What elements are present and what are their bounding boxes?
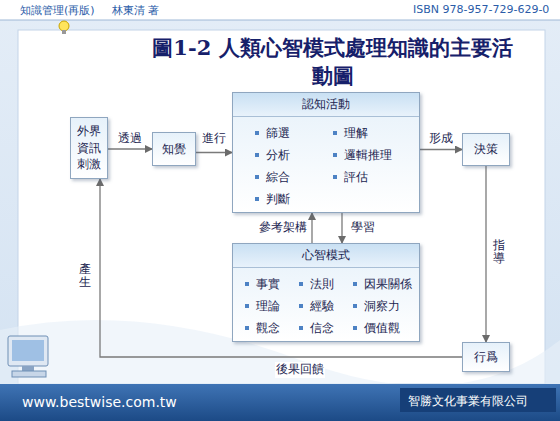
lightbulb-icon xyxy=(59,21,69,34)
flow-arrow xyxy=(108,148,152,149)
publisher-plate xyxy=(400,388,556,412)
box-label: 行爲 xyxy=(474,349,498,365)
bullet-item: 洞察力 xyxy=(353,298,400,314)
box-label: 外界 資訊 刺激 xyxy=(76,123,102,173)
edge-label: 透過 xyxy=(117,131,143,147)
website-url: www.bestwise.com.tw xyxy=(22,394,177,410)
bullet-item: 經驗 xyxy=(299,298,334,314)
bullet-item: 因果關係 xyxy=(353,276,412,292)
bullet-item: 分析 xyxy=(255,147,290,163)
group-header: 心智模式 xyxy=(233,244,419,268)
process-box: 外界 資訊 刺激 xyxy=(70,117,108,179)
group-title: 心智模式 xyxy=(302,247,350,263)
bullet-item: 綜合 xyxy=(255,169,290,185)
diagram-title: 圖1-2 人類心智模式處理知識的主要活動圖 xyxy=(145,34,520,90)
bullet-item: 事實 xyxy=(245,276,280,292)
box-label: 決策 xyxy=(474,141,498,157)
flow-arrow xyxy=(420,149,462,150)
bullet-item: 法則 xyxy=(299,276,334,292)
edge-label: 產生 xyxy=(79,262,91,290)
bullet-item: 邏輯推理 xyxy=(333,147,392,163)
bullet-item: 篩選 xyxy=(255,125,290,141)
flow-arrow xyxy=(196,152,232,153)
flow-arrow xyxy=(485,166,486,342)
process-box: 行爲 xyxy=(462,342,510,372)
edge-label: 學習 xyxy=(350,220,376,236)
edge-label: 後果回饋 xyxy=(275,362,325,378)
bullet-item: 理解 xyxy=(333,125,368,141)
process-box: 決策 xyxy=(462,133,510,166)
publisher-name: 智勝文化事業有限公司 xyxy=(408,393,528,410)
process-box: 知覺 xyxy=(152,132,196,166)
header-strip xyxy=(0,0,560,20)
edge-label: 指導 xyxy=(493,238,505,266)
bullet-item: 理論 xyxy=(245,298,280,314)
group-box: 認知活動篩選分析綜合判斷 理解邏輯推理評估 xyxy=(232,92,420,213)
edge-label: 參考架構 xyxy=(258,220,308,236)
group-title: 認知活動 xyxy=(302,96,350,112)
bullet-item: 價值觀 xyxy=(353,320,400,336)
edge-label: 形成 xyxy=(428,131,454,147)
group-header: 認知活動 xyxy=(233,93,419,117)
group-box: 心智模式事實理論觀念 法則經驗信念 因果關係洞察力價值觀 xyxy=(232,243,420,342)
bullet-item: 觀念 xyxy=(245,320,280,336)
edge-label: 進行 xyxy=(201,131,227,147)
computer-icon xyxy=(8,336,48,377)
footer-band xyxy=(0,384,560,421)
bullet-item: 信念 xyxy=(299,320,334,336)
book-title: 知識管理(再版) xyxy=(20,3,95,18)
author-name: 林東清 著 xyxy=(112,3,160,18)
box-label: 知覺 xyxy=(162,141,186,157)
header-rule xyxy=(0,20,560,21)
flow-arrow xyxy=(311,213,312,243)
bullet-item: 評估 xyxy=(333,169,368,185)
flow-arrow xyxy=(341,213,342,243)
bullet-item: 判斷 xyxy=(255,191,290,207)
isbn-number: ISBN 978-957-729-629-0 xyxy=(413,3,549,16)
